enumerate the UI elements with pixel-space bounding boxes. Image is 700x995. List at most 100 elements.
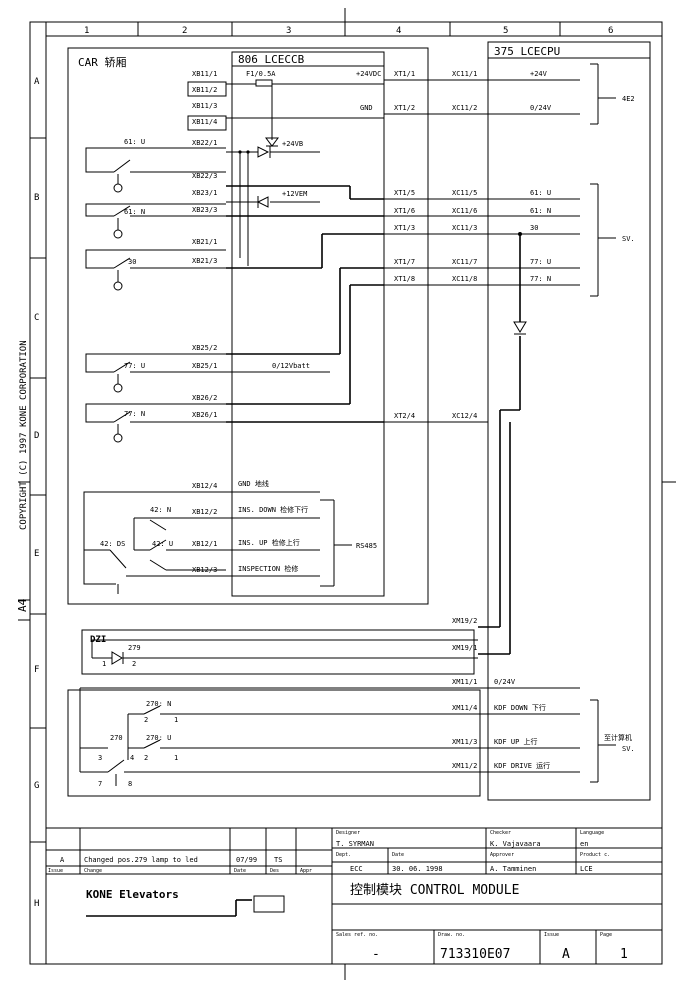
diode-icon (256, 196, 269, 208)
pin-label: XB11/3 (192, 102, 217, 110)
bus-down-label: INS. DOWN 检修下行 (238, 505, 308, 514)
computer-ref: SV. (622, 745, 635, 753)
row-label: G (34, 781, 39, 791)
contact-label: 77: N (124, 410, 145, 418)
revision-row: A Changed pos.279 lamp to led 07/99 TS I… (48, 856, 312, 874)
pin-label: XB11/1 (192, 70, 217, 78)
cpu-signal: 61: U (530, 189, 551, 197)
cpu-pin: XC11/2 (452, 104, 477, 112)
row-label: D (34, 431, 39, 441)
pin-label: XB23/1 (192, 189, 217, 197)
car-wiring (226, 185, 384, 423)
revision-by: TS (274, 856, 282, 864)
field-label: Approver (490, 852, 514, 858)
revision-header: Appr (300, 868, 312, 874)
xt-pin: XT1/2 (394, 104, 415, 112)
field-label: Draw. no. (438, 932, 465, 938)
signal-lines: 4E2 SV. 至计算机 SV. (384, 63, 635, 783)
page-number: 1 (620, 947, 628, 962)
cpu-output: KDF DRIVE 运行 (494, 761, 550, 770)
xt-pin: XT1/1 (394, 70, 415, 78)
relay-pin: 2 (144, 716, 148, 724)
dzi-pin: 1 (102, 660, 106, 668)
pin-label: XB22/3 (192, 172, 217, 180)
field-label: Product c. (580, 852, 610, 858)
cpu-pin: XM11/3 (452, 738, 477, 746)
bus-up-label: INS. UP 检修上行 (238, 538, 300, 547)
sales-ref: - (372, 947, 380, 962)
pin-label: XB22/1 (192, 139, 217, 147)
drawing-title: 控制模块 CONTROL MODULE (350, 883, 519, 898)
col-label: 3 (286, 26, 291, 36)
contact-label: 77: U (124, 362, 145, 370)
revision-header: Issue (48, 868, 63, 874)
contact-label: 30 (128, 258, 136, 266)
cpu-pin: XM19/1 (452, 644, 477, 652)
contact-label: 42: U (152, 540, 173, 548)
contact-label: 61: N (124, 208, 145, 216)
led-icon (111, 651, 124, 665)
pin-label: XB26/1 (192, 411, 217, 419)
relay-label: 270: U (146, 734, 171, 742)
column-labels: 1 2 3 4 5 6 (84, 26, 613, 36)
revision-text: Changed pos.279 lamp to led (84, 856, 198, 864)
xt-pin: XT1/8 (394, 275, 415, 283)
field-label: Date (392, 852, 404, 858)
approver: A. Tamminen (490, 865, 536, 873)
dzi-box (81, 629, 475, 675)
car-title: CAR 轿厢 (78, 55, 127, 69)
pin-label: XB11/4 (192, 118, 217, 126)
pin-label: XB25/2 (192, 344, 217, 352)
cpu-pin: XC11/7 (452, 258, 477, 266)
relay-pin: 1 (174, 716, 178, 724)
cpu-signal: 0/24V (530, 104, 552, 112)
diode-icon (257, 146, 271, 158)
xt-pin: XT1/6 (394, 207, 415, 215)
computer-label: 至计算机 (604, 733, 632, 742)
cpu-signal: 77: U (530, 258, 551, 266)
supply-24-label: +24VB (282, 140, 303, 148)
row-label: C (34, 313, 39, 323)
contact-icon (113, 229, 123, 239)
cpu-output: 0/24V (494, 678, 516, 686)
cpu-pin: XC12/4 (452, 412, 477, 420)
contact-label: 42: DS (100, 540, 125, 548)
kone-logo-icon (86, 895, 285, 917)
relay-pin: 3 (98, 754, 102, 762)
cpu-output: KDF UP 上行 (494, 737, 538, 746)
cpu-signal: +24V (530, 70, 548, 78)
cpu-pin: XC11/8 (452, 275, 477, 283)
col-label: 6 (608, 26, 613, 36)
pin-label: XB12/1 (192, 540, 217, 548)
row-label: F (34, 665, 39, 675)
xt-net-label: GND (360, 104, 373, 112)
col-label: 4 (396, 26, 401, 36)
field-label: Issue (544, 932, 559, 938)
cpu-signal: 77: N (530, 275, 551, 283)
row-label: E (34, 549, 39, 559)
cpu-pin: XM11/2 (452, 762, 477, 770)
revision-header: Change (84, 868, 102, 874)
lceccb-title: 806 LCECCB (238, 53, 305, 66)
fuse-symbol (255, 79, 273, 87)
row-label: B (34, 193, 39, 203)
cpu-pin: XC11/1 (452, 70, 477, 78)
xt-labels: +24VDC GND XT1/1 XT1/2 XT1/5 XT1/6 XT1/3… (356, 70, 415, 420)
language: en (580, 840, 588, 848)
lceccb-wiring: +24VB +12VEM 0/12Vbatt GND 地线 INS. DOWN … (226, 83, 384, 587)
cpu-pin: XM11/1 (452, 678, 477, 686)
pin-label: XB21/1 (192, 238, 217, 246)
xt-net-label: +24VDC (356, 70, 381, 78)
relay-label: 270 (110, 734, 123, 742)
contact-icon (113, 383, 123, 393)
sheet-size: A4 (16, 598, 29, 612)
lcecpu-box (487, 41, 651, 801)
cpu-output: KDF DOWN 下行 (494, 703, 546, 712)
cpu-signal: 30 (530, 224, 538, 232)
car-contact-group: 61: U 61: N 30 77: U 77: N 42: DS (83, 138, 226, 594)
relay-270: 270 270: N 270: U 2 1 3 4 2 1 7 8 (79, 687, 478, 788)
car-box (67, 47, 429, 605)
col-label: 5 (503, 26, 508, 36)
pin-label: XB12/4 (192, 482, 217, 490)
